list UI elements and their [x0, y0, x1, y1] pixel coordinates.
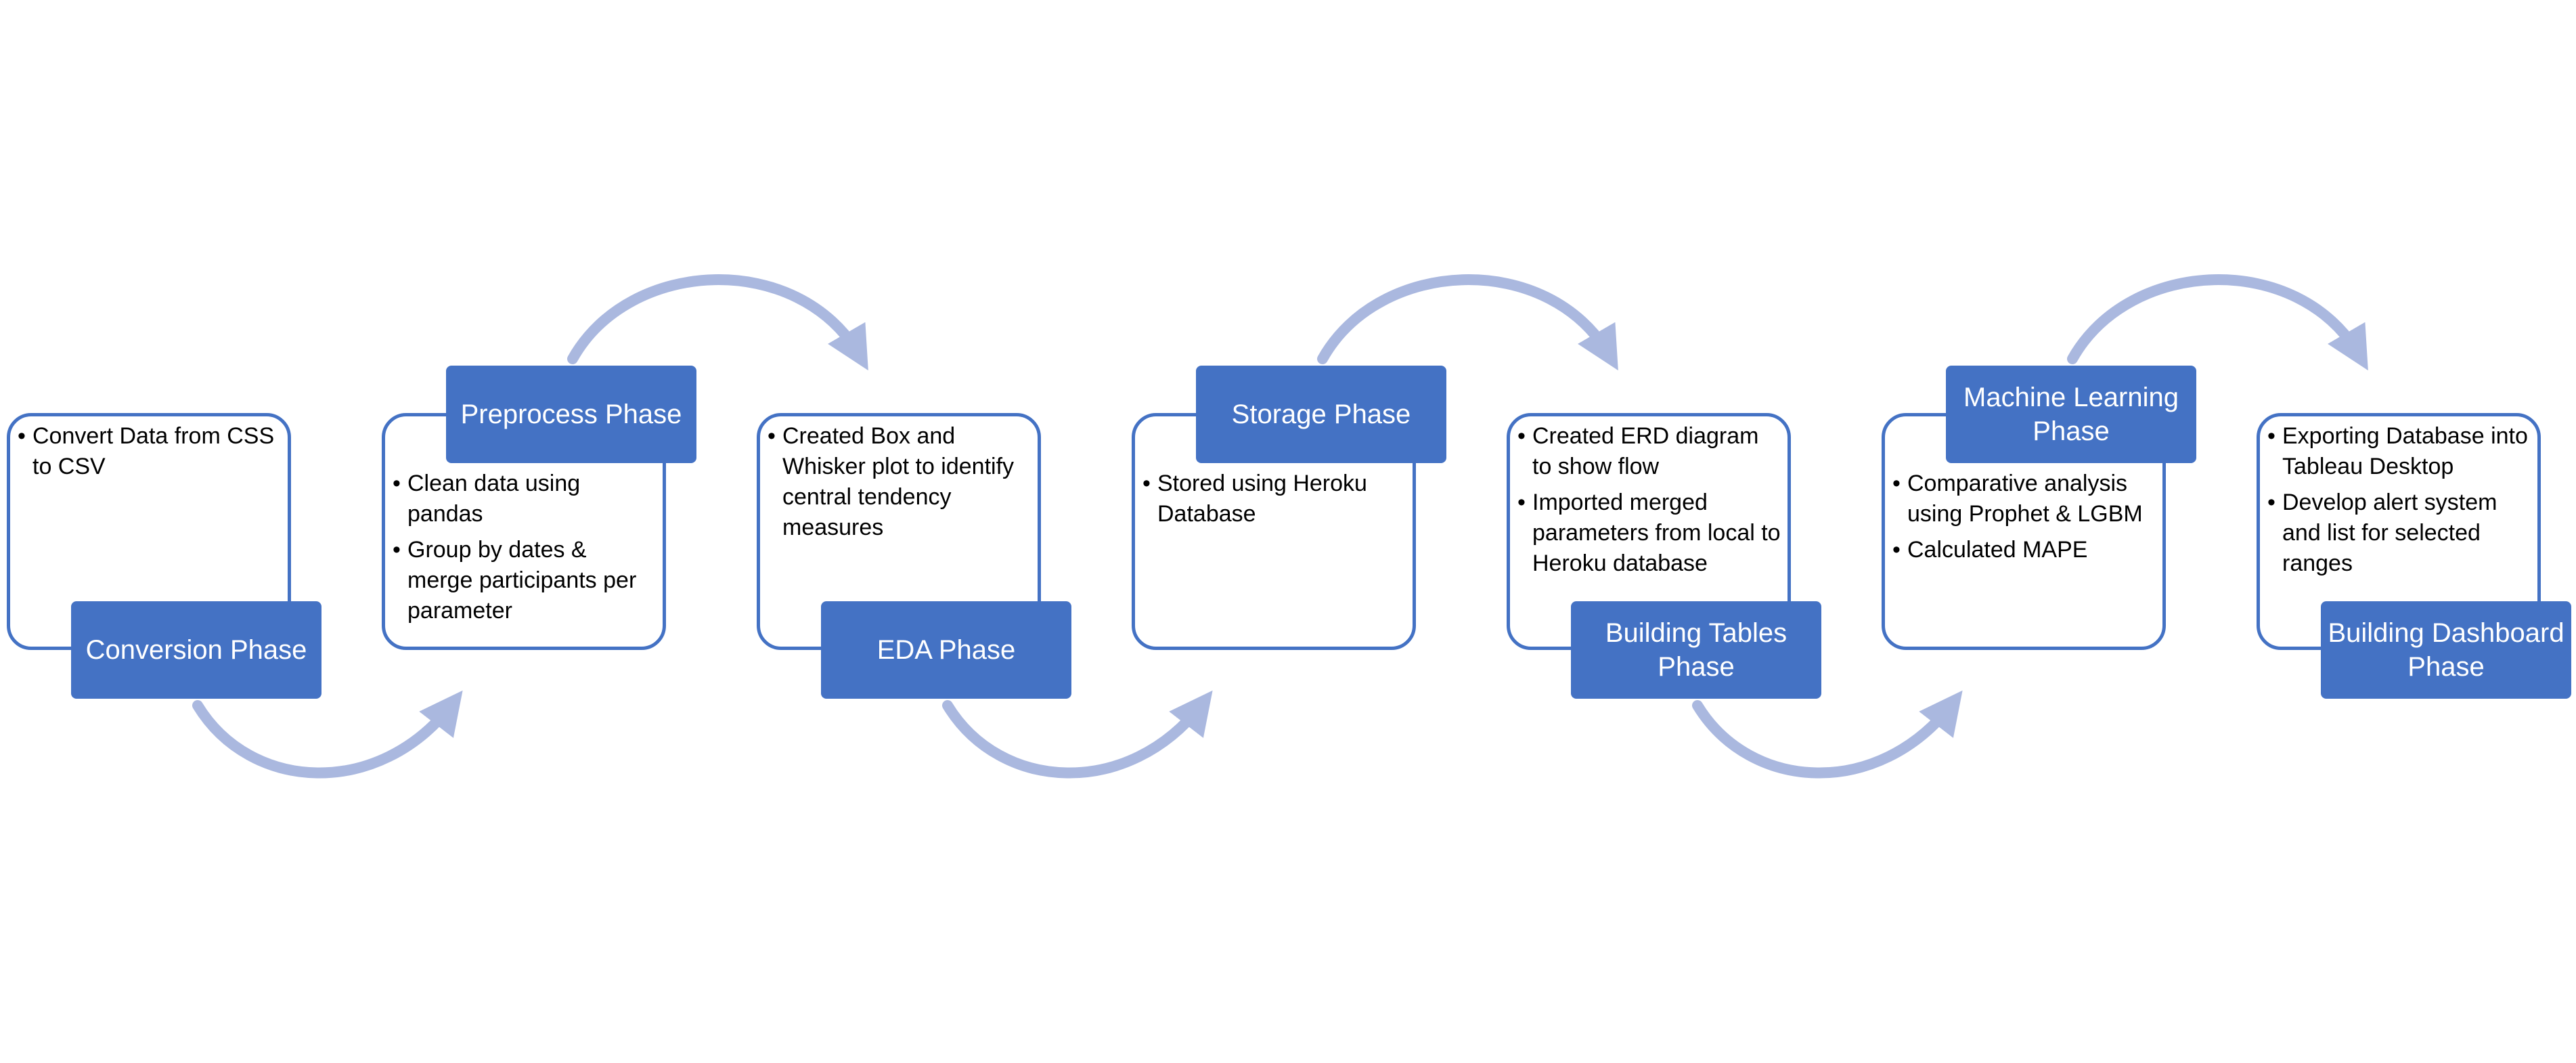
bullet-item: Created Box and Whisker plot to identify… [768, 421, 1033, 543]
phase-eda: Created Box and Whisker plot to identify… [757, 413, 1071, 699]
phase-bullets: Convert Data from CSS to CSV [18, 421, 283, 487]
phase-bullets: Created Box and Whisker plot to identify… [768, 421, 1033, 548]
phase-bullets: Created ERD diagram to show flow Importe… [1517, 421, 1783, 584]
bullet-item: Stored using Heroku Database [1142, 469, 1408, 529]
bullet-item: Calculated MAPE [1892, 535, 2158, 565]
phase-building-dashboard: Exporting Database into Tableau Desktop … [2257, 413, 2571, 699]
bullet-item: Created ERD diagram to show flow [1517, 421, 1783, 482]
phase-machine-learning: Comparative analysis using Prophet & LGB… [1882, 366, 2196, 650]
phase-label: Conversion Phase [71, 601, 321, 699]
bullet-item: Comparative analysis using Prophet & LGB… [1892, 469, 2158, 529]
phase-label: EDA Phase [821, 601, 1071, 699]
flow-arrow-1 [192, 690, 463, 779]
phase-conversion: Convert Data from CSS to CSV Conversion … [7, 413, 321, 699]
flow-arrow-3 [942, 690, 1213, 779]
flow-arrow-2 [567, 274, 868, 371]
phase-bullets: Comparative analysis using Prophet & LGB… [1892, 469, 2158, 571]
bullet-item: Clean data using pandas [393, 469, 658, 529]
phase-label: Building Dashboard Phase [2321, 601, 2571, 699]
bullet-item: Group by dates & merge participants per … [393, 535, 658, 626]
flow-arrow-6 [2067, 274, 2368, 371]
phase-label: Preprocess Phase [446, 366, 696, 463]
flow-arrow-5 [1692, 690, 1963, 779]
phase-storage: Stored using Heroku Database Storage Pha… [1132, 366, 1446, 650]
flow-arrow-4 [1317, 274, 1618, 371]
phase-label: Building Tables Phase [1571, 601, 1821, 699]
phase-bullets: Stored using Heroku Database [1142, 469, 1408, 535]
bullet-item: Convert Data from CSS to CSV [18, 421, 283, 482]
phase-preprocess: Clean data using pandas Group by dates &… [382, 366, 696, 650]
bullet-item: Exporting Database into Tableau Desktop [2267, 421, 2533, 482]
bullet-item: Imported merged parameters from local to… [1517, 487, 1783, 579]
phase-label: Storage Phase [1196, 366, 1446, 463]
phase-building-tables: Created ERD diagram to show flow Importe… [1507, 413, 1821, 699]
phase-bullets: Exporting Database into Tableau Desktop … [2267, 421, 2533, 584]
phase-bullets: Clean data using pandas Group by dates &… [393, 469, 658, 632]
phase-label: Machine Learning Phase [1946, 366, 2196, 463]
bullet-item: Develop alert system and list for select… [2267, 487, 2533, 579]
